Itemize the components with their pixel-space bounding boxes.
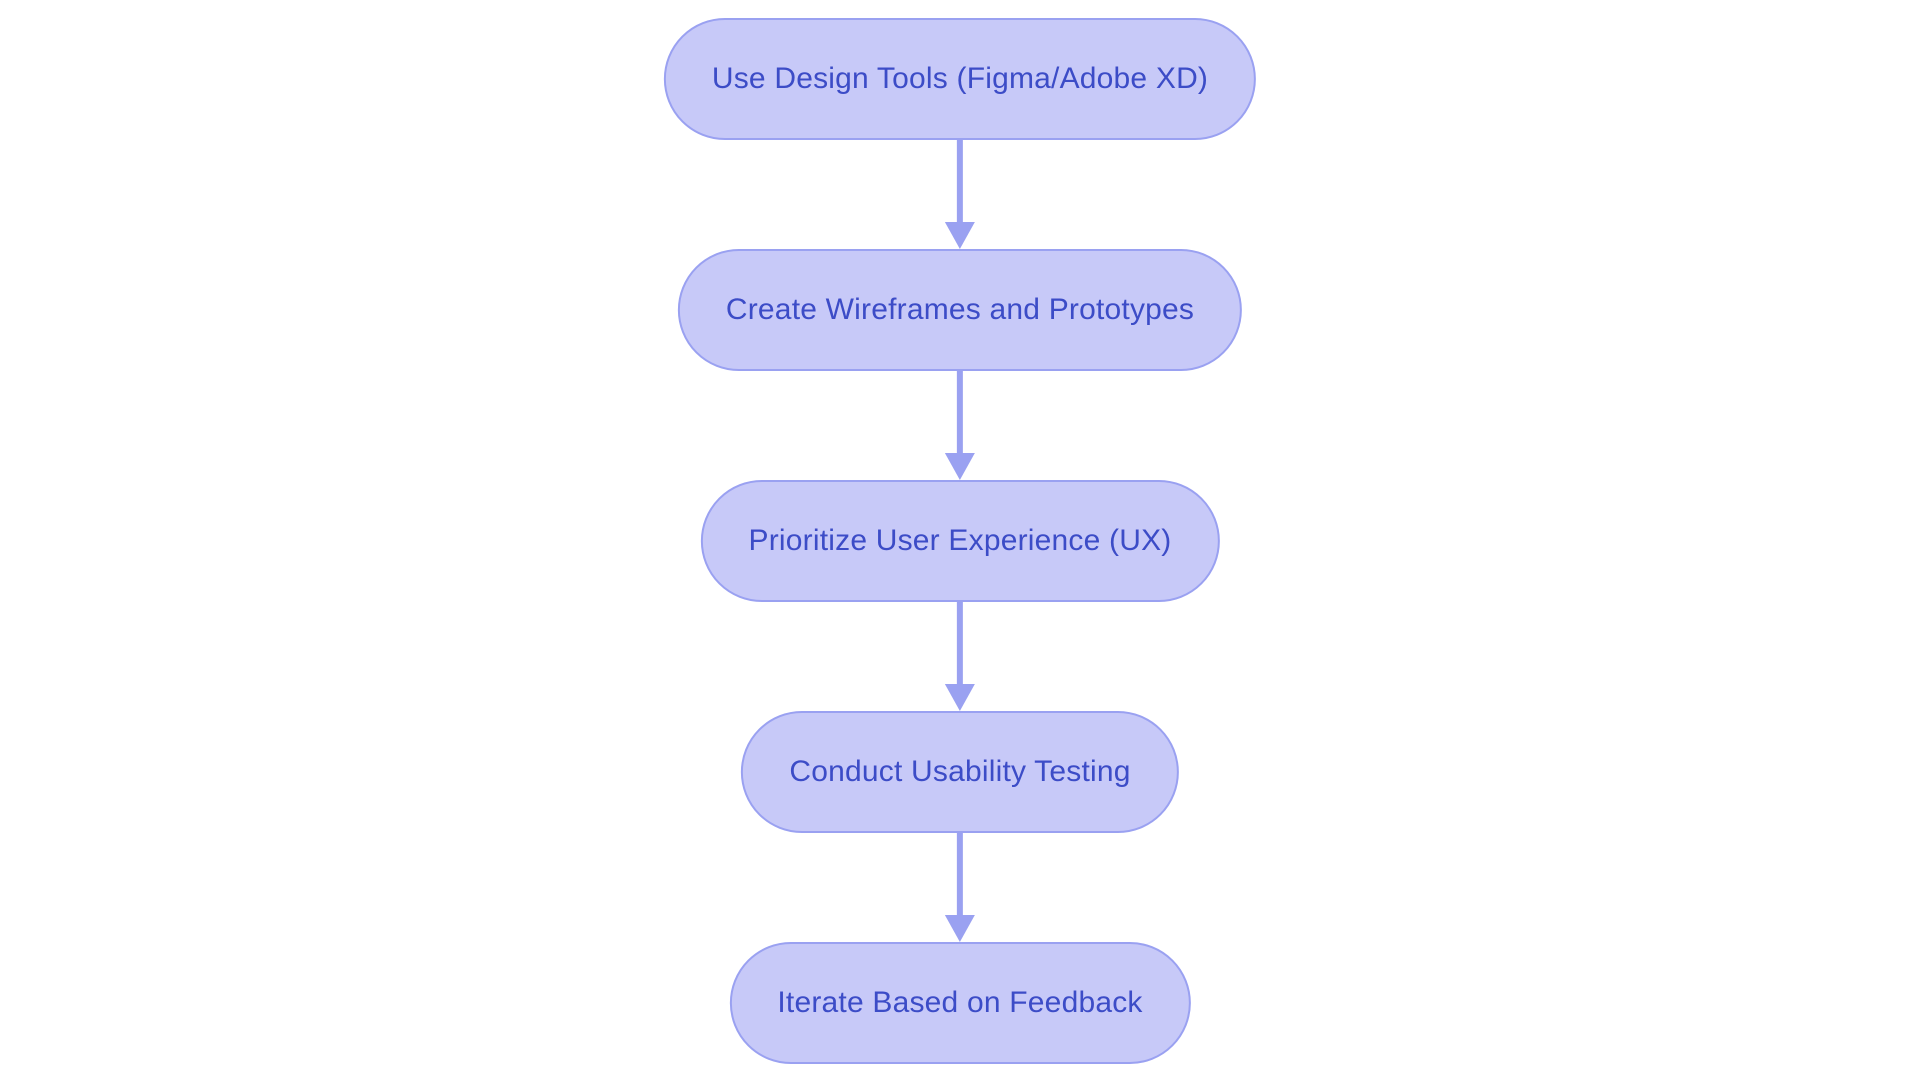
arrow-line bbox=[956, 602, 963, 684]
connector-4 bbox=[944, 833, 975, 942]
connector-1 bbox=[944, 140, 975, 249]
node-label: Conduct Usability Testing bbox=[789, 755, 1131, 788]
node-label: Use Design Tools (Figma/Adobe XD) bbox=[711, 62, 1209, 95]
arrow-line bbox=[956, 140, 963, 222]
arrow-down-icon bbox=[944, 453, 975, 480]
node-use-design-tools: Use Design Tools (Figma/Adobe XD) bbox=[663, 18, 1257, 140]
connector-3 bbox=[944, 602, 975, 711]
node-conduct-usability-testing: Conduct Usability Testing bbox=[741, 711, 1179, 833]
node-create-wireframes: Create Wireframes and Prototypes bbox=[677, 249, 1243, 371]
node-label: Create Wireframes and Prototypes bbox=[725, 293, 1195, 326]
node-label: Iterate Based on Feedback bbox=[777, 986, 1143, 1019]
connector-2 bbox=[944, 371, 975, 480]
arrow-down-icon bbox=[944, 684, 975, 711]
arrow-down-icon bbox=[944, 915, 975, 942]
node-iterate-feedback: Iterate Based on Feedback bbox=[729, 942, 1191, 1064]
arrow-line bbox=[956, 371, 963, 453]
arrow-down-icon bbox=[944, 222, 975, 249]
node-prioritize-ux: Prioritize User Experience (UX) bbox=[700, 480, 1220, 602]
node-label: Prioritize User Experience (UX) bbox=[748, 524, 1172, 557]
flowchart: Use Design Tools (Figma/Adobe XD) Create… bbox=[663, 18, 1257, 1064]
arrow-line bbox=[956, 833, 963, 915]
